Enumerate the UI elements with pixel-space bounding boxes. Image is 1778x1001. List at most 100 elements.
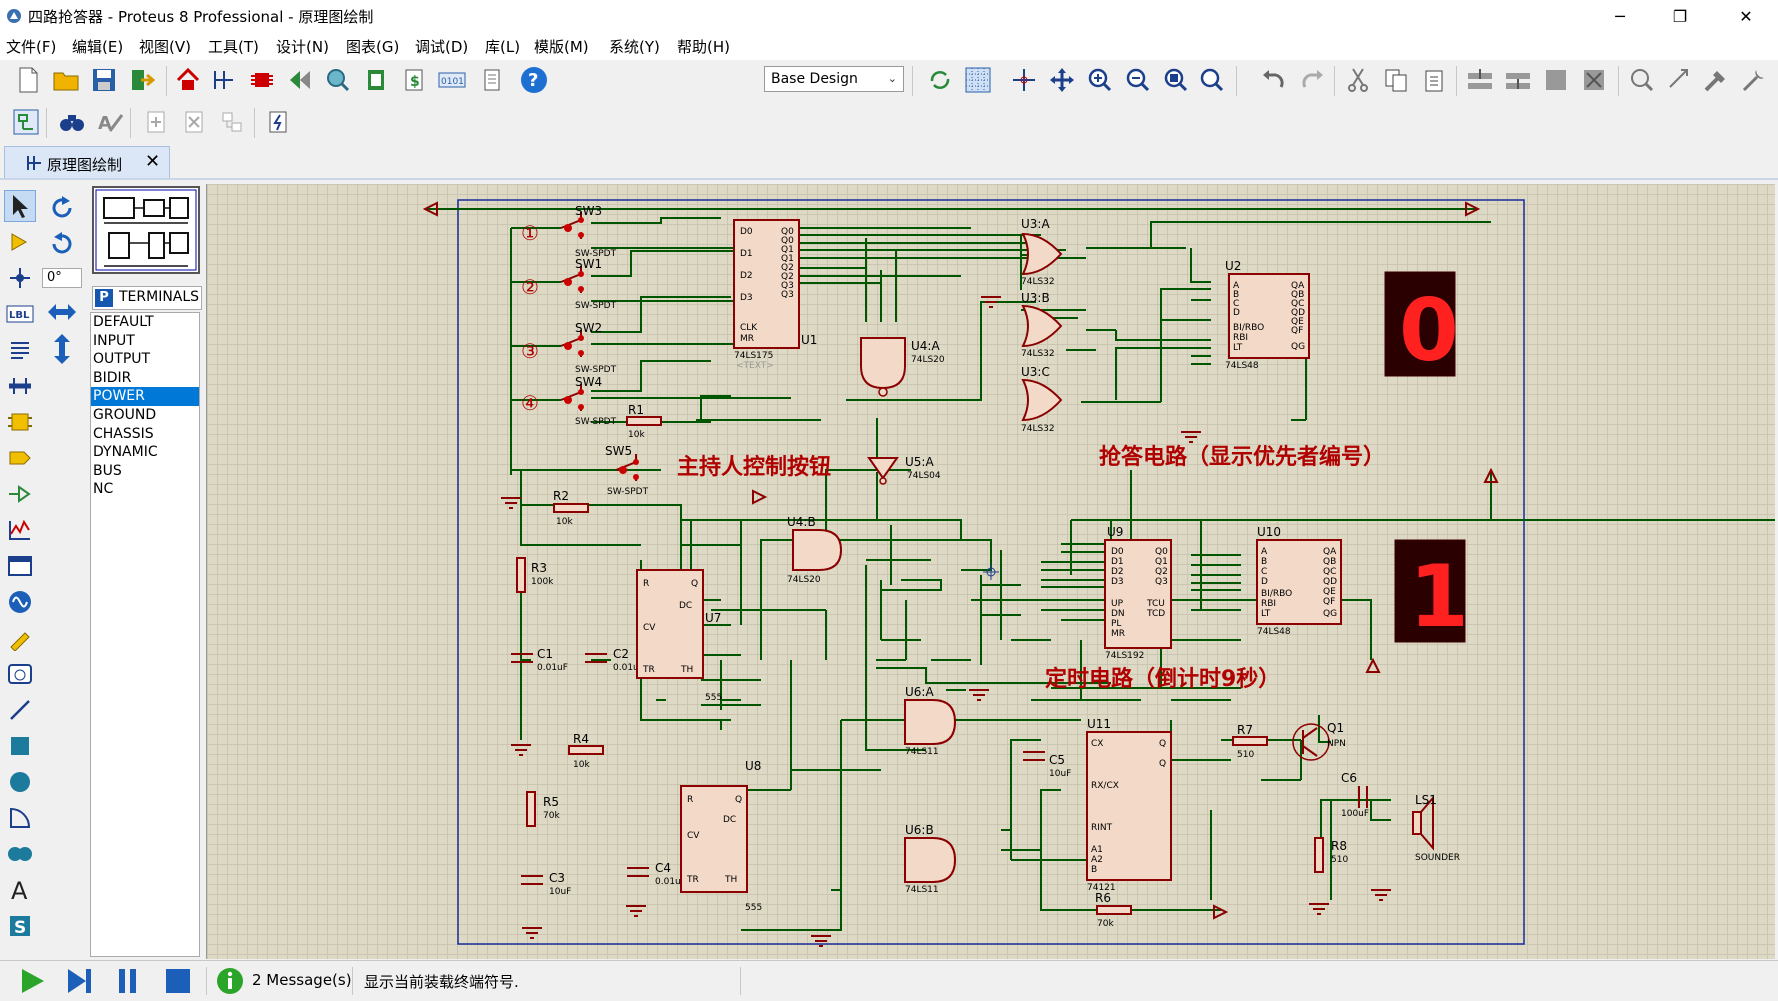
bus-icon[interactable] (4, 370, 36, 402)
switch-sw1[interactable]: SW1 SW-SPDT (560, 257, 617, 311)
menu-template[interactable]: 模版(M) (534, 38, 589, 56)
list-item[interactable]: BIDIR (93, 369, 132, 386)
pcb-icon[interactable] (246, 64, 278, 96)
gate-u4a[interactable]: U4:A 74LS20 (860, 337, 945, 397)
open-folder-icon[interactable] (50, 64, 82, 96)
mirror-x-icon[interactable] (46, 300, 78, 324)
box-draw-icon[interactable] (4, 730, 36, 762)
menu-help[interactable]: 帮助(H) (677, 38, 730, 56)
resistor-r5[interactable]: R5 70k (526, 791, 560, 827)
graph-mode-icon[interactable] (4, 514, 36, 546)
origin-icon[interactable] (1008, 64, 1040, 96)
gate-u4b[interactable]: U4:B 74LS20 (787, 515, 843, 585)
list-item[interactable]: NC (93, 481, 114, 498)
step-icon[interactable] (64, 967, 94, 995)
pan-icon[interactable] (1046, 64, 1078, 96)
line-draw-icon[interactable] (4, 694, 36, 726)
paste-icon[interactable] (1418, 64, 1450, 96)
cut-icon[interactable] (1342, 64, 1374, 96)
resistor-r4[interactable]: R4 10k (568, 732, 604, 770)
zoom-in-icon[interactable] (1084, 64, 1116, 96)
gate-u6b[interactable]: U6:B 74LS11 (904, 823, 957, 895)
terminal-mode-icon[interactable] (4, 442, 36, 474)
bom-icon[interactable] (360, 64, 392, 96)
property-tool-icon[interactable]: A (94, 106, 126, 138)
switch-sw3[interactable]: SW3 SW-SPDT (560, 204, 617, 259)
menu-graph[interactable]: 图表(G) (346, 38, 400, 56)
rotate-anticlockwise-icon[interactable] (48, 230, 76, 258)
resistor-r2[interactable]: R2 10k (553, 489, 589, 527)
design-select[interactable]: Base Design⌄ (764, 66, 904, 92)
path-draw-icon[interactable] (4, 838, 36, 870)
overview-preview[interactable] (92, 186, 200, 274)
capacitor-c4[interactable]: C4 0.01uF (627, 861, 686, 887)
schematic-icon[interactable] (208, 64, 240, 96)
resistor-r1[interactable]: R1 10k (626, 403, 662, 440)
gate-u3a[interactable]: U3:A 74LS32 (1021, 217, 1063, 287)
tab-schematic-capture[interactable]: 原理图绘制 ✕ (4, 146, 170, 178)
circle-draw-icon[interactable] (4, 766, 36, 798)
schematic-canvas[interactable]: .w{stroke:#005500;stroke-width:2;fill:no… (206, 184, 1778, 959)
pick-device-icon[interactable] (1626, 64, 1658, 96)
generator-mode-icon[interactable] (4, 586, 36, 618)
menu-view[interactable]: 视图(V) (139, 38, 191, 56)
list-item-selected[interactable]: POWER (91, 387, 199, 406)
capacitor-c3[interactable]: C3 10uF (521, 871, 571, 897)
menu-edit[interactable]: 编辑(E) (72, 38, 124, 56)
exit-to-parent-icon[interactable] (216, 106, 248, 138)
decompose-icon[interactable] (1738, 64, 1770, 96)
list-item[interactable]: CHASSIS (93, 425, 154, 442)
redo-icon[interactable] (1296, 64, 1328, 96)
zoom-out-icon[interactable] (1122, 64, 1154, 96)
make-device-icon[interactable] (1664, 64, 1696, 96)
message-count[interactable]: 2 Message(s) (252, 971, 352, 989)
grid-toggle-icon[interactable] (962, 64, 994, 96)
block-copy-icon[interactable] (1464, 64, 1496, 96)
resistor-r3[interactable]: R3 100k (516, 557, 554, 593)
packaging-tool-icon[interactable] (1700, 64, 1732, 96)
capacitor-c2[interactable]: C2 0.01uF (585, 647, 644, 673)
help-icon[interactable]: ? (518, 64, 550, 96)
remove-sheet-icon[interactable] (178, 106, 210, 138)
gate-u5a[interactable]: U5:A 74LS04 (867, 455, 941, 485)
close-window-button[interactable]: ✕ (1739, 6, 1753, 26)
block-delete-icon[interactable] (1578, 64, 1610, 96)
menu-library[interactable]: 库(L) (485, 38, 521, 56)
pick-terminal-button[interactable]: P (95, 289, 113, 307)
home-icon[interactable] (172, 64, 204, 96)
info-icon[interactable] (216, 967, 244, 995)
virtual-instrument-icon[interactable] (4, 658, 36, 690)
menu-design[interactable]: 设计(N) (276, 38, 329, 56)
list-item[interactable]: INPUT (93, 332, 135, 349)
minimize-button[interactable]: ─ (1615, 6, 1625, 26)
voltage-probe-icon[interactable] (4, 622, 36, 654)
design-explorer-icon[interactable] (10, 106, 42, 138)
list-item[interactable]: BUS (93, 462, 122, 479)
rotation-angle-field[interactable]: 0° (42, 268, 82, 288)
save-icon[interactable] (88, 64, 120, 96)
menu-tools[interactable]: 工具(T) (208, 38, 259, 56)
component-mode-icon[interactable] (4, 226, 36, 258)
gate-u3b[interactable]: U3:B 74LS32 (1021, 291, 1063, 359)
close-tab-icon[interactable]: ✕ (145, 151, 161, 172)
menu-file[interactable]: 文件(F) (6, 38, 57, 56)
tape-recorder-icon[interactable] (4, 550, 36, 582)
electrical-rule-check-icon[interactable] (262, 106, 294, 138)
zoom-all-icon[interactable] (1160, 64, 1192, 96)
list-item[interactable]: DEFAULT (93, 314, 154, 330)
menu-debug[interactable]: 调试(D) (415, 38, 469, 56)
subcircuit-icon[interactable] (4, 406, 36, 438)
copy-icon[interactable] (1380, 64, 1412, 96)
import-icon[interactable] (126, 64, 158, 96)
resistor-r8[interactable]: R8 510 (1314, 837, 1348, 873)
seven-segment-display-right[interactable]: 1 (1394, 539, 1469, 647)
switch-sw4[interactable]: SW4 SW-SPDT (560, 375, 617, 427)
search-tag-icon[interactable] (56, 106, 88, 138)
mirror-y-icon[interactable] (50, 332, 74, 366)
list-item[interactable]: GROUND (93, 406, 157, 423)
capacitor-c5[interactable]: C5 10uF (1023, 751, 1071, 779)
